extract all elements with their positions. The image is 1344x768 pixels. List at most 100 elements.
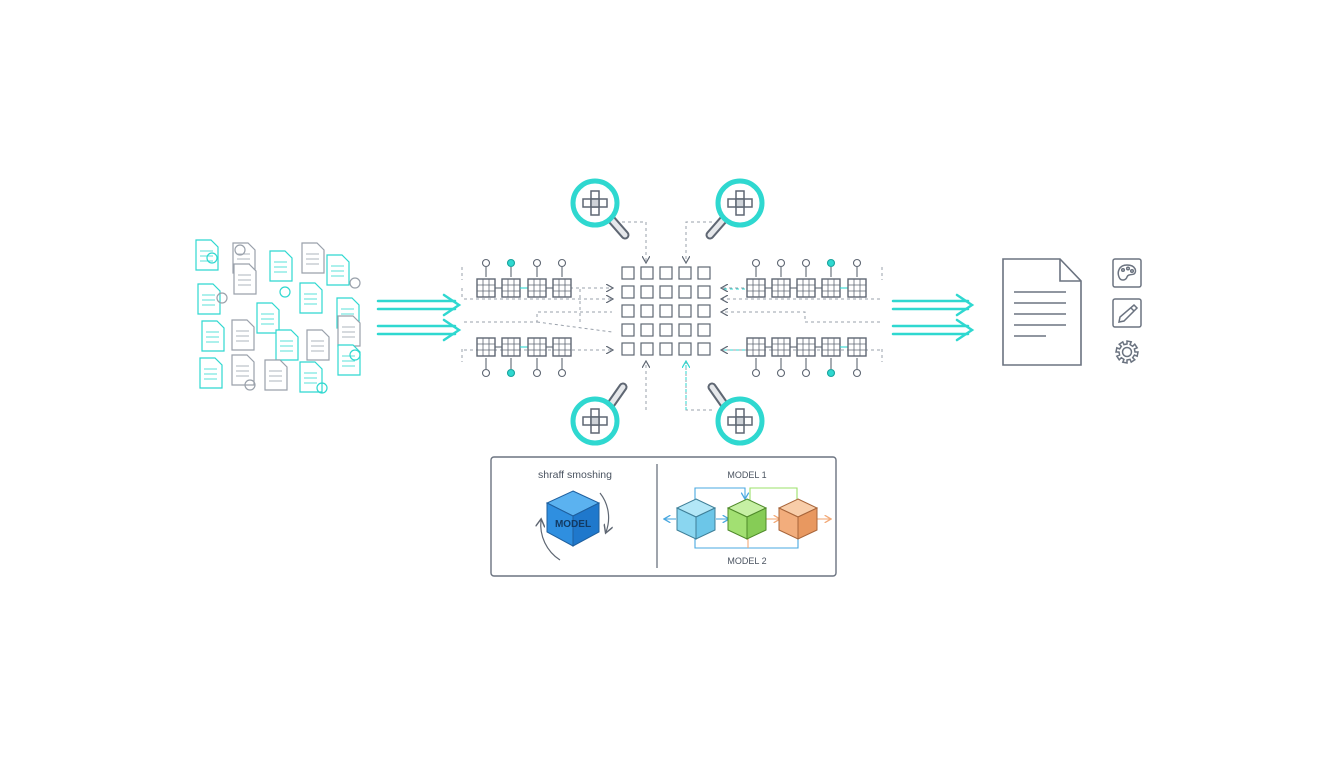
rotation-arrow <box>541 520 561 561</box>
document-icon <box>201 320 225 352</box>
node-pin <box>776 258 786 277</box>
grid-node <box>746 337 766 357</box>
matrix-cell <box>621 342 635 356</box>
cube-label: MODEL <box>555 519 591 530</box>
document-icon <box>301 242 325 274</box>
magnifier-icon <box>705 178 765 240</box>
matrix-cell <box>640 323 654 337</box>
left-node-layer <box>476 258 572 378</box>
document-icon <box>299 361 323 393</box>
matrix-cell <box>678 304 692 318</box>
document-icon <box>199 357 223 389</box>
node-pin <box>801 258 811 277</box>
grid-node <box>847 337 867 357</box>
grid-node <box>796 337 816 357</box>
grid-node <box>847 278 867 298</box>
matrix-cell <box>621 285 635 299</box>
document-icon <box>299 282 323 314</box>
matrix-cell <box>697 342 711 356</box>
grid-node <box>476 337 496 357</box>
grid-node <box>821 278 841 298</box>
matrix-cell <box>640 266 654 280</box>
matrix-cell <box>659 342 673 356</box>
pen-icon <box>1112 298 1142 328</box>
matrix-cell <box>621 323 635 337</box>
document-icon <box>306 329 330 361</box>
node-pin <box>852 258 862 277</box>
rotation-arrow <box>599 492 609 532</box>
node-pin <box>506 258 516 277</box>
node-pin <box>826 258 836 277</box>
node-pin <box>826 358 836 378</box>
key-icon <box>234 244 246 256</box>
model1-label: MODEL 1 <box>727 470 766 480</box>
node-pin <box>776 358 786 378</box>
input-document-collection <box>195 239 361 394</box>
document-icon <box>231 354 255 386</box>
magnifier-icon <box>570 178 630 240</box>
node-pin <box>852 358 862 378</box>
grid-node <box>501 337 521 357</box>
document-icon <box>1002 258 1082 366</box>
matrix-cell <box>640 342 654 356</box>
grid-node <box>552 278 572 298</box>
grid-node <box>746 278 766 298</box>
magnifier-icon <box>570 382 628 446</box>
matrix-cell <box>621 266 635 280</box>
matrix-cell <box>697 323 711 337</box>
grid-node <box>501 278 521 298</box>
document-icon <box>269 250 293 282</box>
document-icon <box>256 302 280 334</box>
gear-icon <box>206 252 218 264</box>
grid-node <box>771 278 791 298</box>
input-flow-arrows <box>376 293 462 342</box>
model-cube-green <box>726 498 768 540</box>
matrix-cell <box>621 304 635 318</box>
grid-node <box>552 337 572 357</box>
node-pin <box>532 258 542 277</box>
output-flow-arrows <box>891 293 975 342</box>
matrix-cell <box>640 285 654 299</box>
model2-label: MODEL 2 <box>727 556 766 566</box>
matrix-cell <box>640 304 654 318</box>
document-icon <box>233 263 257 295</box>
double-arrow-top <box>376 293 462 317</box>
grid-node <box>796 278 816 298</box>
model-cube: MODEL <box>545 490 601 547</box>
model-cube-orange <box>777 498 819 540</box>
matrix-cell <box>678 342 692 356</box>
gear-icon <box>316 382 328 394</box>
matrix-cell <box>697 285 711 299</box>
clock-icon <box>244 379 256 391</box>
right-node-layer <box>746 258 867 378</box>
model-comparison-panel: shraff smoshing MODEL MODEL 1 MODEL 2 <box>490 456 837 577</box>
grid-node <box>527 278 547 298</box>
document-icon <box>195 239 219 271</box>
matrix-cell <box>678 285 692 299</box>
document-icon <box>197 283 221 315</box>
central-matrix <box>621 266 711 356</box>
document-icon <box>264 359 288 391</box>
grid-node <box>476 278 496 298</box>
document-icon <box>231 319 255 351</box>
matrix-cell <box>697 266 711 280</box>
matrix-cell <box>659 323 673 337</box>
gear-icon <box>349 277 361 289</box>
grid-node <box>821 337 841 357</box>
gear-icon <box>216 292 228 304</box>
node-pin <box>801 358 811 378</box>
node-pin <box>751 258 761 277</box>
double-arrow-bottom <box>891 318 975 342</box>
matrix-cell <box>697 304 711 318</box>
document-icon <box>326 254 350 286</box>
model-cube-cyan <box>675 498 717 540</box>
node-pin <box>751 358 761 378</box>
matrix-cell <box>659 304 673 318</box>
document-icon <box>275 329 299 361</box>
gear-icon <box>349 349 361 361</box>
grid-node <box>771 337 791 357</box>
node-pin <box>557 258 567 277</box>
double-arrow-bottom <box>376 318 462 342</box>
